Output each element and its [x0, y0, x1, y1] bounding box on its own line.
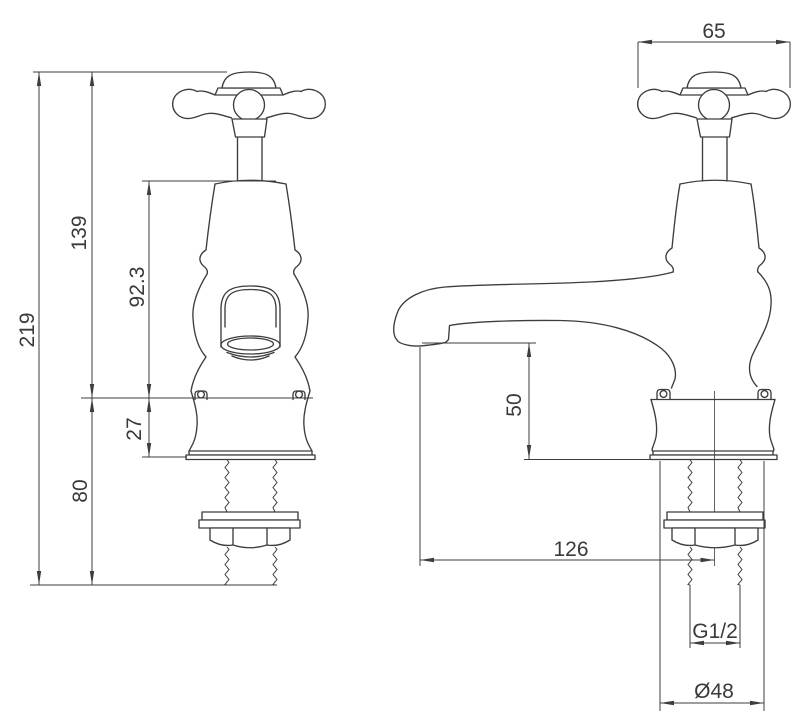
dim-label-overall-height: 219: [16, 312, 39, 347]
front-washer-bottom: [198, 519, 301, 529]
side-lug-left: [656, 388, 671, 401]
side-dimensions: 65 50 126 G1/2 Ø4: [419, 20, 791, 711]
side-backnut-facets: [694, 527, 736, 546]
side-washer-bottom: [663, 519, 766, 529]
side-handle-arm-left-icon: [637, 88, 698, 120]
dim-thread-size: G1/2: [689, 585, 741, 648]
front-base-flange-bottom: [185, 454, 316, 461]
arrow-up-icon: [526, 343, 532, 357]
side-handle-skirt: [696, 118, 733, 138]
dim-label-body-height: 92.3: [126, 267, 149, 308]
side-lug-right: [757, 388, 772, 401]
side-handle-arm-right-icon: [730, 88, 791, 120]
front-washer-top: [201, 511, 299, 521]
front-lug-right-screw-icon: [294, 390, 304, 399]
dim-body-height: 92.3: [126, 181, 152, 398]
side-shank-thread-lower-left: [687, 546, 693, 586]
dim-label-handle-width: 65: [702, 20, 725, 43]
front-shank-thread-lower-right: [272, 546, 278, 586]
arrow-up-icon: [36, 72, 42, 86]
side-bell: [665, 183, 766, 273]
side-body-right: [748, 271, 772, 388]
side-base-flange-bottom: [649, 454, 778, 461]
front-dimensions: 219 139 92.3 27 80: [16, 71, 313, 586]
side-view: [393, 71, 791, 586]
dim-handle-width: 65: [637, 20, 791, 88]
front-body: [188, 273, 313, 452]
front-handle-arm-right-icon: [265, 88, 326, 120]
side-shank-thread-lower-right: [737, 546, 743, 586]
dim-spout-reach: 126: [419, 347, 715, 566]
arrow-down-icon: [89, 384, 95, 398]
arrow-left-icon: [420, 557, 434, 563]
arrow-up-icon: [146, 181, 152, 195]
side-base-sides: [650, 398, 776, 452]
front-spout-arch-inner: [224, 288, 277, 328]
front-spout-arch: [220, 285, 281, 348]
arrow-up-icon: [146, 398, 152, 412]
arrow-down-icon: [36, 571, 42, 585]
arrow-up-icon: [89, 72, 95, 86]
side-spout-body: [393, 271, 677, 389]
arrow-down-icon: [526, 445, 532, 459]
side-shank-thread-upper-right: [737, 459, 743, 513]
dim-label-spout-clearance: 50: [503, 393, 526, 416]
arrow-right-icon: [776, 39, 790, 45]
front-stem: [236, 136, 263, 182]
arrow-down-icon: [146, 384, 152, 398]
front-view: [172, 71, 326, 586]
arrow-left-icon: [690, 640, 704, 646]
side-backnut: [671, 527, 759, 549]
dim-label-thread-size: G1/2: [692, 620, 738, 643]
side-handle-dome: [686, 71, 742, 89]
front-aerator-mesh-icon: [226, 337, 275, 351]
front-handle-dome: [221, 71, 277, 89]
arrow-right-icon: [726, 640, 740, 646]
arrow-right-icon: [700, 557, 715, 563]
front-shank-thread-lower-left: [224, 546, 230, 586]
side-lug-right-screw-icon: [760, 389, 769, 399]
front-handle-arm-left-icon: [172, 88, 233, 120]
arrow-up-icon: [89, 398, 95, 412]
side-shank-thread-upper-left: [687, 459, 693, 513]
arrow-right-icon: [750, 700, 764, 706]
arrow-down-icon: [89, 571, 95, 585]
front-backnut: [209, 527, 291, 549]
ext-lines-thread: [689, 585, 741, 648]
dim-label-base-height: 27: [123, 417, 146, 440]
side-lug-left-screw-icon: [659, 389, 668, 399]
dim-label-base-diameter: Ø48: [694, 680, 734, 703]
front-handle-skirt: [231, 118, 268, 138]
dim-label-shank-length: 80: [69, 479, 92, 502]
dim-base-height: 27: [123, 398, 152, 457]
front-lug-left-screw-icon: [196, 390, 206, 399]
arrow-left-icon: [638, 39, 652, 45]
dim-base-diameter: Ø48: [659, 461, 765, 711]
dim-label-height-above-deck: 139: [68, 215, 91, 250]
ext-lines-base-diameter: [659, 461, 765, 711]
dim-shank-length: 80: [69, 398, 95, 585]
front-backnut-facets: [232, 527, 268, 546]
front-shank-thread-upper-left: [224, 459, 230, 513]
dim-height-above-deck: 139: [68, 72, 95, 398]
arrow-down-icon: [146, 443, 152, 457]
ext-lines-handle-width: [637, 42, 791, 88]
side-bell-top: [679, 179, 752, 185]
arrow-left-icon: [660, 700, 674, 706]
dim-label-spout-reach: 126: [553, 538, 588, 561]
side-handle-hub: [697, 88, 731, 122]
dim-spout-clearance: 50: [422, 342, 653, 460]
side-washer-top: [666, 511, 764, 521]
side-stem: [701, 136, 728, 182]
front-handle-hub: [232, 88, 266, 122]
front-bell-top: [214, 179, 287, 185]
dim-overall-height: 219: [16, 72, 42, 585]
front-shank-thread-upper-right: [272, 459, 278, 513]
front-aerator: [220, 335, 281, 355]
front-spout-mouth: [226, 351, 275, 361]
front-bell: [199, 183, 302, 275]
